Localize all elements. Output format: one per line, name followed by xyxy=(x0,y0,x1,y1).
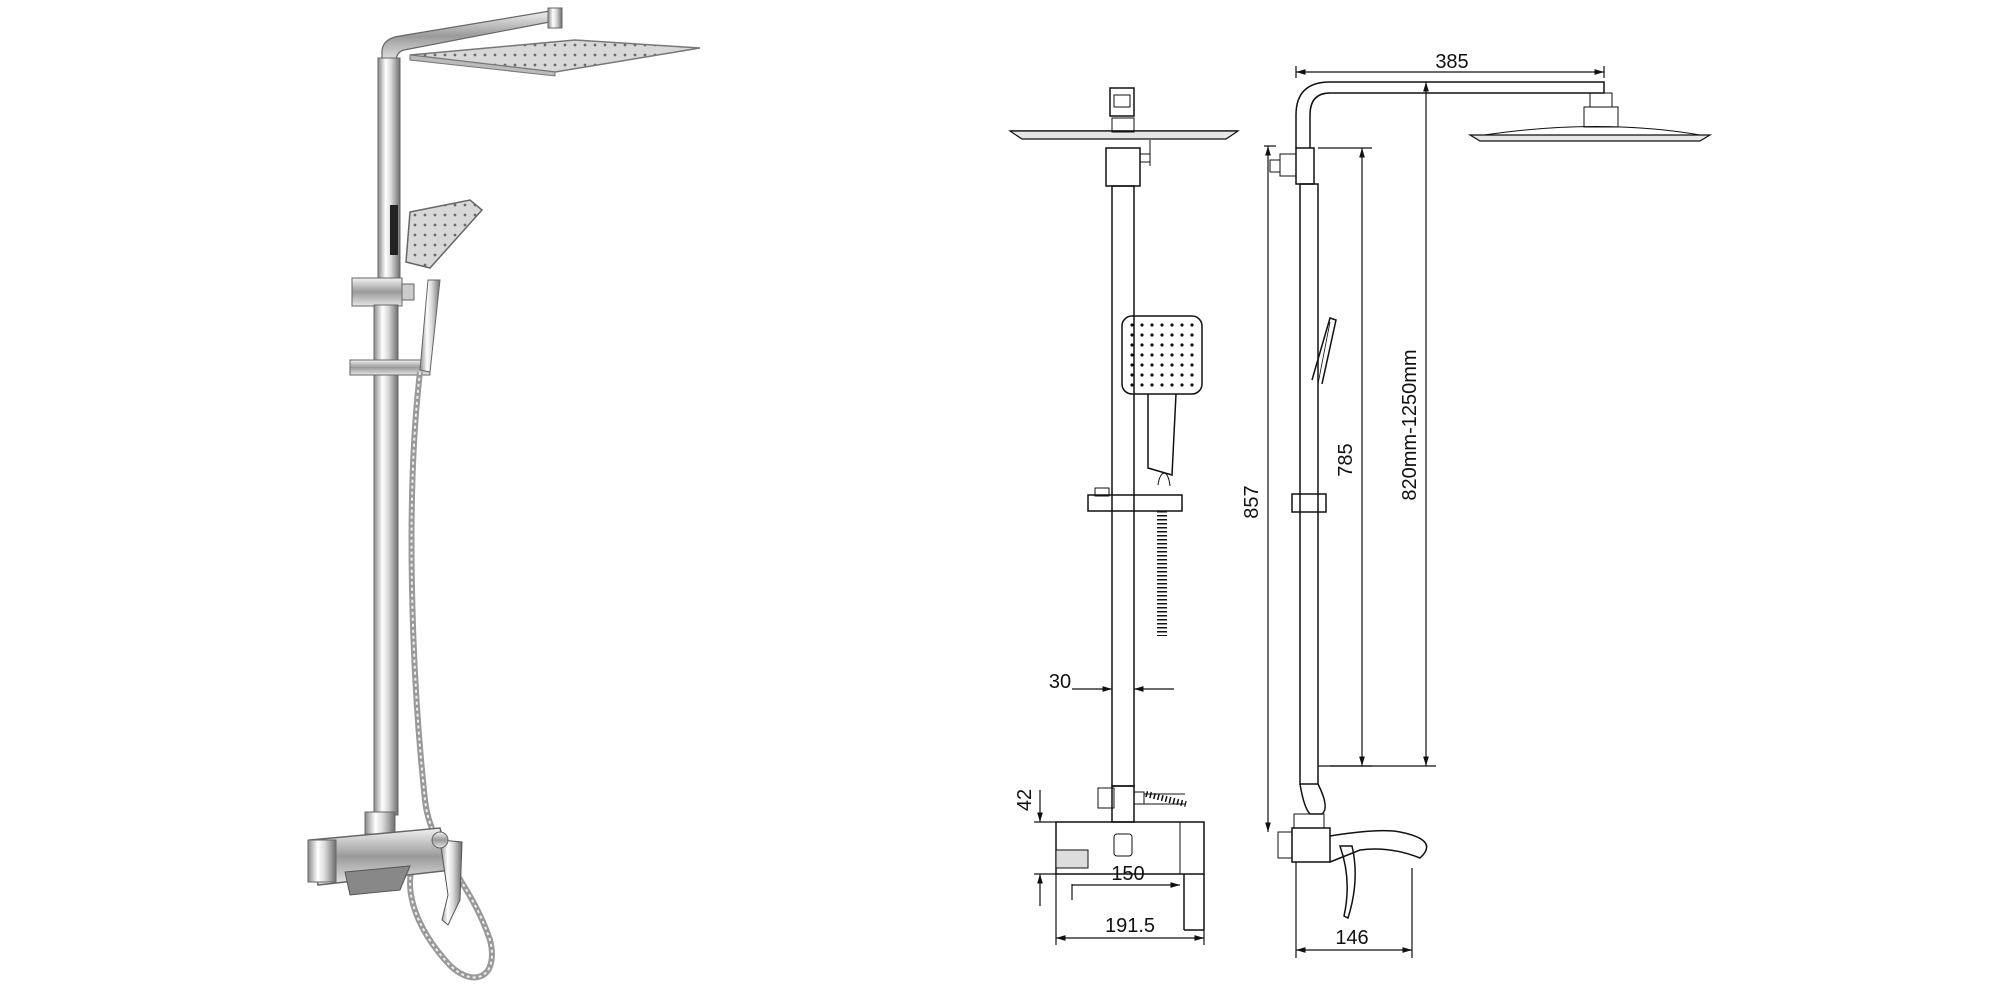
spray-nozzle xyxy=(1180,343,1184,347)
side-view-dimensions: 385 857 785 820mm-1250mm 146 xyxy=(1241,51,1605,958)
side-shower-arm xyxy=(1295,81,1605,148)
hand-shower xyxy=(405,199,484,373)
spray-nozzle xyxy=(1180,363,1184,367)
dim-spout-inner-label: 150 xyxy=(1111,863,1144,885)
spray-nozzle xyxy=(1150,343,1154,347)
dim-height-857-label: 857 xyxy=(1241,485,1263,518)
spray-nozzle xyxy=(1130,343,1134,347)
spray-nozzle xyxy=(1150,383,1154,387)
spray-nozzle xyxy=(1150,323,1154,327)
dim-body-height-label: 42 xyxy=(1014,789,1036,811)
spray-nozzle xyxy=(1130,363,1134,367)
product-photo xyxy=(307,7,701,981)
spray-nozzle xyxy=(1190,353,1194,357)
side-rain-head xyxy=(1467,134,1713,142)
spray-nozzle xyxy=(1140,353,1144,357)
spray-nozzle xyxy=(1160,363,1164,367)
spray-nozzle xyxy=(1190,373,1194,377)
spray-nozzle xyxy=(1130,383,1134,387)
dim-overall-width-label: 191.5 xyxy=(1105,915,1155,937)
spray-nozzle xyxy=(1180,383,1184,387)
mixer-lever xyxy=(439,839,463,926)
dim-height-range-label: 820mm-1250mm xyxy=(1399,349,1421,500)
slide-rail xyxy=(373,304,399,816)
spray-nozzle xyxy=(1160,333,1164,337)
spray-nozzle xyxy=(1190,333,1194,337)
spray-nozzle xyxy=(1140,333,1144,337)
spray-nozzle xyxy=(1150,373,1154,377)
spray-nozzle xyxy=(1170,333,1174,337)
spray-nozzle xyxy=(1160,343,1164,347)
front-hand-shower xyxy=(1121,315,1203,395)
dim-arm-length-label: 385 xyxy=(1435,51,1468,73)
spray-nozzle xyxy=(1160,353,1164,357)
side-lever xyxy=(1338,845,1356,920)
front-mixer-body xyxy=(1055,821,1205,875)
spray-nozzle xyxy=(1160,373,1164,377)
mixer-body xyxy=(307,811,463,926)
spray-nozzle xyxy=(1170,383,1174,387)
dim-height-785-label: 785 xyxy=(1335,443,1357,476)
spray-nozzle xyxy=(1130,373,1134,377)
spray-nozzle xyxy=(1150,353,1154,357)
spray-nozzle xyxy=(1150,363,1154,367)
spray-nozzle xyxy=(1180,323,1184,327)
spray-nozzle xyxy=(1180,353,1184,357)
spray-nozzle xyxy=(1130,353,1134,357)
side-rail xyxy=(1299,183,1319,785)
spray-nozzle xyxy=(1190,343,1194,347)
spray-nozzle xyxy=(1140,363,1144,367)
dim-spout-depth-label: 146 xyxy=(1335,927,1368,949)
side-spout xyxy=(1329,829,1428,863)
front-rail xyxy=(1111,185,1135,787)
spray-nozzle xyxy=(1140,343,1144,347)
spray-nozzle xyxy=(1130,323,1134,327)
front-view-drawing xyxy=(1008,87,1240,931)
spray-nozzle xyxy=(1180,333,1184,337)
spray-nozzle xyxy=(1190,383,1194,387)
spray-nozzle xyxy=(1170,373,1174,377)
spray-nozzle xyxy=(1170,363,1174,367)
side-view-drawing xyxy=(1269,81,1713,920)
spray-nozzle xyxy=(1160,383,1164,387)
rain-shower-head xyxy=(409,39,701,73)
spray-nozzle xyxy=(1150,333,1154,337)
spray-nozzle xyxy=(1170,353,1174,357)
front-view-dimensions: 30 42 150 191.5 xyxy=(1014,671,1205,945)
spray-nozzle xyxy=(1140,383,1144,387)
spray-nozzle xyxy=(1170,323,1174,327)
spray-nozzle xyxy=(1180,373,1184,377)
spray-nozzle xyxy=(1190,323,1194,327)
spray-nozzle xyxy=(1140,323,1144,327)
spray-nozzle xyxy=(1160,323,1164,327)
spray-nozzle xyxy=(1170,343,1174,347)
spray-nozzle xyxy=(1130,333,1134,337)
spray-nozzle xyxy=(1140,373,1144,377)
dim-rail-width-label: 30 xyxy=(1049,671,1071,693)
spray-nozzle xyxy=(1190,363,1194,367)
